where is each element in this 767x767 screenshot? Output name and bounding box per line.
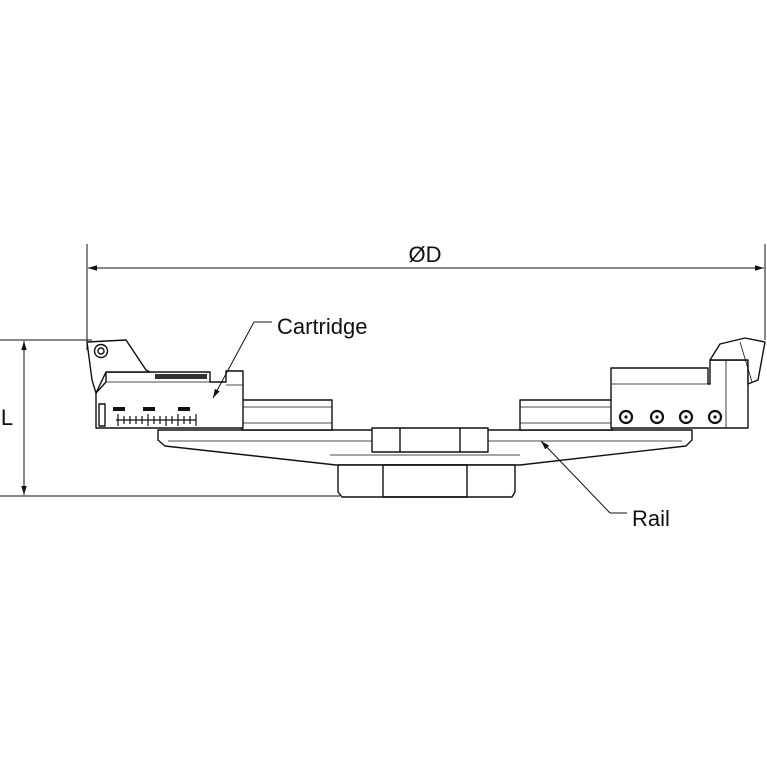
- cartridge-label: Cartridge: [277, 314, 367, 339]
- cartridge-callout: [212, 321, 272, 399]
- rail-label: Rail: [632, 506, 670, 531]
- diameter-dimension: [86, 244, 766, 350]
- right-slide: [519, 399, 613, 431]
- length-dimension: [0, 339, 340, 497]
- right-insert-holder: [709, 337, 766, 385]
- left-cartridge-scale: [116, 414, 197, 426]
- left-cartridge-label-plate: [155, 374, 207, 379]
- tool-body: [86, 337, 766, 498]
- left-slide: [241, 399, 333, 431]
- rail-callout: [540, 440, 627, 514]
- left-cartridge-scale-marks: [113, 407, 190, 411]
- hub: [371, 427, 489, 453]
- length-label: L: [1, 405, 13, 430]
- diameter-label: ØD: [409, 242, 442, 267]
- shank: [337, 464, 516, 498]
